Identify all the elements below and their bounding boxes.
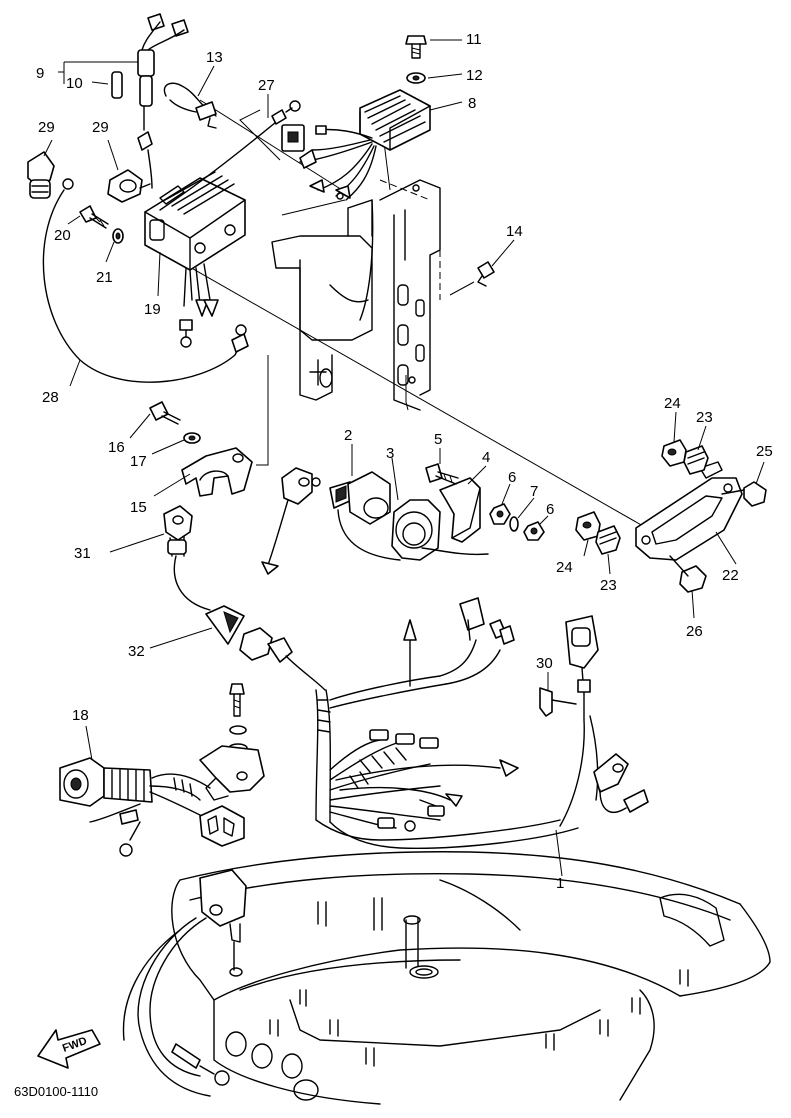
- callout-4: 4: [482, 449, 490, 466]
- washer-21: [112, 228, 124, 244]
- callout-3: 3: [386, 445, 394, 462]
- callout-32: 32: [128, 643, 145, 660]
- cap-31: [163, 505, 211, 611]
- callout-19: 19: [144, 301, 161, 318]
- cap-3: [391, 499, 489, 561]
- callout-24b: 24: [556, 559, 573, 576]
- callout-6a: 6: [508, 469, 516, 486]
- washer-7: [509, 516, 519, 532]
- callout-15: 15: [130, 499, 147, 516]
- bracket-4: [439, 477, 481, 543]
- screw-14: [477, 261, 495, 287]
- cap-assembly-cowling: [122, 869, 247, 1097]
- callout-5: 5: [434, 431, 442, 448]
- callout-10: 10: [66, 75, 83, 92]
- callout-13: 13: [206, 49, 223, 66]
- main-switch-18: [59, 757, 211, 857]
- callout-22: 22: [722, 567, 739, 584]
- diagram-code: 63D0100-1110: [14, 1084, 98, 1099]
- callout-18: 18: [72, 707, 89, 724]
- callout-8: 8: [468, 95, 476, 112]
- switch-30: [539, 615, 649, 827]
- bottom-cowling: [171, 851, 771, 1105]
- fwd-arrow-icon: FWD: [37, 1029, 101, 1069]
- switch-bracket: [199, 683, 265, 847]
- callout-7: 7: [530, 483, 538, 500]
- callout-2: 2: [344, 427, 352, 444]
- screw-5: [425, 463, 459, 485]
- callout-20: 20: [54, 227, 71, 244]
- rectifier-wires: [281, 124, 377, 201]
- washer-17: [183, 432, 201, 444]
- bolt-26: [669, 555, 707, 593]
- assembly-guide-lines: [159, 99, 651, 531]
- grommet-24-left: [575, 511, 601, 541]
- mounting-bracket: [271, 179, 441, 411]
- callout-12: 12: [466, 67, 483, 84]
- bolt-25: [721, 481, 767, 507]
- callout-27: 27: [258, 77, 275, 94]
- callout-leaders: [43, 39, 765, 877]
- callout-1: 1: [556, 875, 564, 892]
- callout-9: 9: [36, 65, 44, 82]
- callout-16: 16: [108, 439, 125, 456]
- callout-14: 14: [506, 223, 523, 240]
- callout-17: 17: [130, 453, 147, 470]
- cdi-unit: [144, 171, 246, 348]
- callout-25: 25: [756, 443, 773, 460]
- callout-31: 31: [74, 545, 91, 562]
- wire-harness-1: [315, 597, 579, 849]
- callout-23a: 23: [696, 409, 713, 426]
- callout-26: 26: [686, 623, 703, 640]
- callout-29b: 29: [92, 119, 109, 136]
- callout-24a: 24: [664, 395, 681, 412]
- ground-lead-27: [159, 100, 301, 211]
- bolt-16: [149, 401, 181, 425]
- callout-labels: 1 2 3 4 5 6 6 7 8 9 10 11 12 13 14 15 16…: [36, 31, 773, 892]
- cap-29-right: [107, 169, 151, 203]
- clamp-15: [181, 447, 253, 497]
- cap-10: [111, 71, 123, 99]
- grommet-23-right: [683, 445, 709, 475]
- callout-30: 30: [536, 655, 553, 672]
- grommet-24-right: [661, 439, 687, 467]
- clip-13: [163, 82, 217, 129]
- callout-11: 11: [466, 31, 482, 48]
- bracket-22: [635, 461, 743, 561]
- bolt-11: [405, 35, 427, 59]
- callout-6b: 6: [546, 501, 554, 518]
- callout-29a: 29: [38, 119, 55, 136]
- callout-21: 21: [96, 269, 113, 286]
- nut-6-lower: [523, 521, 545, 541]
- cap-29-left: [27, 151, 55, 199]
- nut-6-upper: [489, 503, 511, 525]
- bolt-20: [79, 205, 109, 229]
- rectifier-regulator: [359, 89, 431, 151]
- grommet-23-left: [595, 525, 621, 555]
- callout-23b: 23: [600, 577, 617, 594]
- coupler-32: [205, 605, 326, 691]
- washer-12: [406, 72, 426, 84]
- lead-2: [261, 467, 401, 575]
- callout-28: 28: [42, 389, 59, 406]
- cap-assembly-9: [137, 13, 189, 189]
